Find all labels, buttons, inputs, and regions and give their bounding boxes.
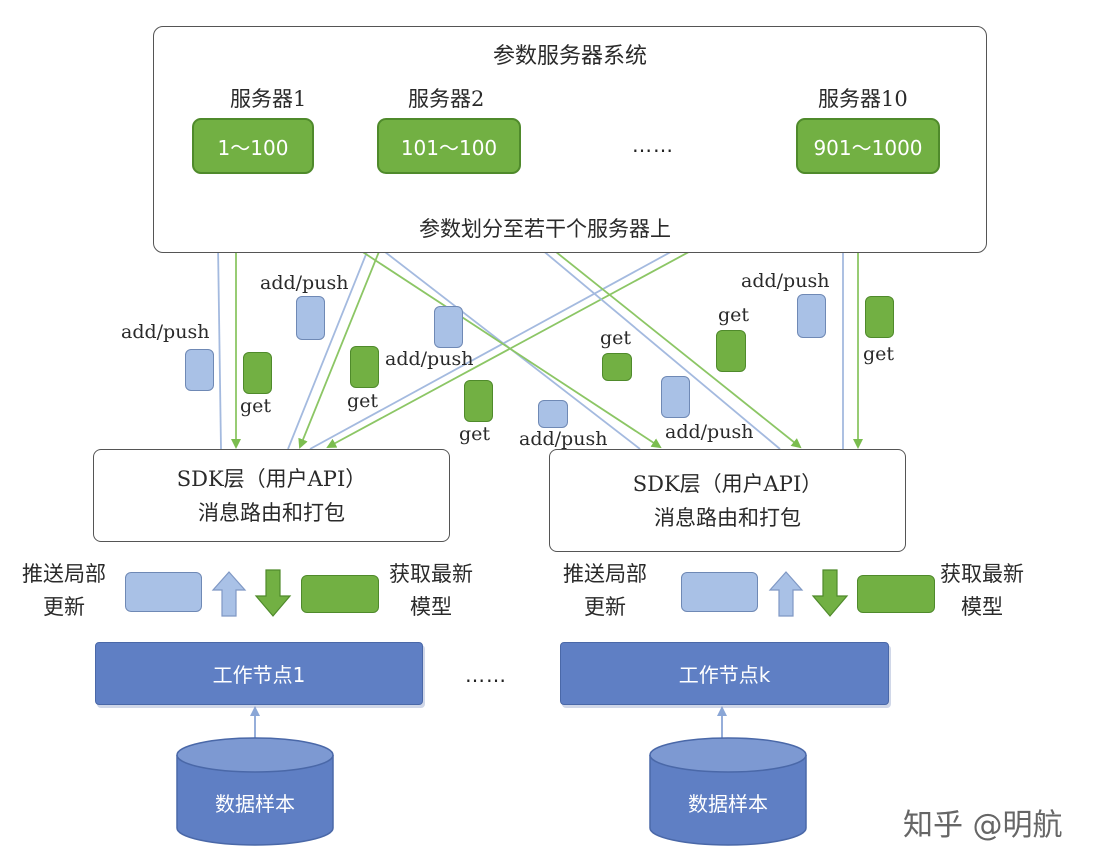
database-icon [176, 737, 334, 846]
add-push-label: add/push [260, 272, 349, 294]
get-message [243, 352, 272, 394]
add-push-label: add/push [665, 421, 754, 443]
push-message [434, 306, 463, 348]
data-sample-label: 数据样本 [215, 792, 295, 816]
server-10-name: 服务器10 [818, 87, 908, 111]
local-update-packet [681, 572, 758, 612]
push-up-arrow [768, 571, 804, 617]
push-local-update-label: 推送局部 更新 [22, 562, 106, 619]
add-push-label: add/push [121, 321, 210, 343]
get-message [350, 346, 379, 388]
partition-caption: 参数划分至若干个服务器上 [415, 213, 675, 243]
push-up-arrow [211, 571, 247, 617]
push-local-update-label: 推送局部 更新 [563, 562, 647, 619]
sdk-title: SDK层（用户API） [632, 471, 823, 496]
local-update-packet [125, 572, 202, 612]
get-label: get [600, 327, 632, 349]
fetch-latest-model-label: 获取最新 模型 [389, 562, 473, 619]
get-message [865, 296, 894, 338]
server-1-range: 1～100 [192, 118, 314, 174]
get-label: get [240, 395, 272, 417]
push-message [661, 376, 690, 418]
get-label: get [718, 304, 750, 326]
get-label: get [863, 343, 895, 365]
worker-node-1: 工作节点1 [95, 642, 423, 705]
get-label: get [459, 423, 491, 445]
server-ellipsis: …… [632, 133, 674, 157]
sdk-subtitle: 消息路由和打包 [198, 500, 345, 525]
server-2-range: 101～100 [377, 118, 521, 174]
fetch-down-arrow [811, 569, 849, 617]
push-message [797, 294, 826, 338]
server-10-range: 901～1000 [796, 118, 940, 174]
push-message [296, 296, 325, 340]
worker-ellipsis: …… [465, 663, 507, 687]
get-message [716, 330, 746, 372]
fetch-latest-model-label: 获取最新 模型 [940, 562, 1024, 619]
add-push-label: add/push [519, 428, 608, 450]
server-1-name: 服务器1 [230, 87, 307, 111]
sdk-layer-box: SDK层（用户API） 消息路由和打包 [549, 449, 906, 552]
sdk-layer-box: SDK层（用户API） 消息路由和打包 [93, 449, 450, 542]
get-label: get [347, 390, 379, 412]
watermark: 知乎 @明航 [903, 808, 1063, 843]
data-sample-label: 数据样本 [688, 792, 768, 816]
push-message [185, 349, 214, 391]
get-message [464, 380, 493, 422]
sdk-subtitle: 消息路由和打包 [654, 505, 801, 530]
server-2-name: 服务器2 [408, 87, 485, 111]
latest-model-packet [301, 575, 379, 613]
add-push-label: add/push [385, 348, 474, 370]
worker-node-k: 工作节点k [560, 642, 889, 705]
latest-model-packet [857, 575, 935, 613]
fetch-down-arrow [254, 569, 292, 617]
add-push-label: add/push [741, 270, 830, 292]
system-title: 参数服务器系统 [493, 44, 648, 69]
database-icon [649, 737, 807, 846]
sdk-title: SDK层（用户API） [176, 466, 367, 491]
get-message [602, 353, 632, 381]
push-message [538, 400, 568, 428]
